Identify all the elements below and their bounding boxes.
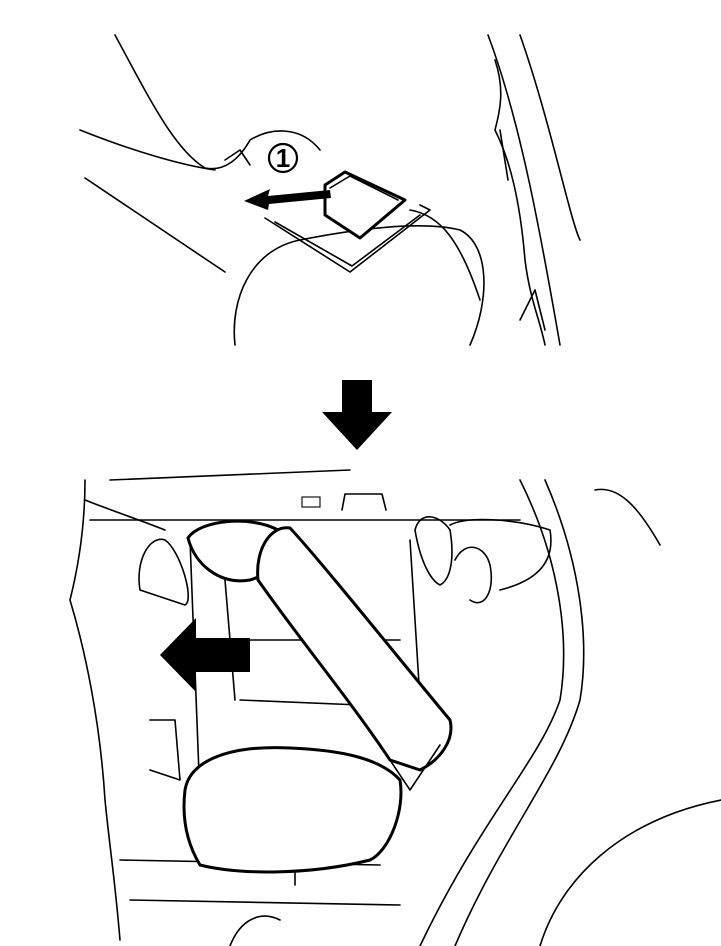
- seatback-folded: [256, 526, 453, 772]
- top-view-seat-release: [79, 34, 581, 346]
- release-handle: [323, 170, 407, 240]
- sequence-down-arrow-icon: [322, 380, 392, 450]
- step-number: 1: [276, 143, 290, 173]
- release-direction-arrow-icon: [244, 189, 331, 210]
- seat-cushion: [182, 746, 403, 874]
- fold-direction-arrow-icon: [160, 618, 250, 692]
- bottom-view-seat-folded: [69, 469, 721, 946]
- step-number-badge: 1: [267, 142, 299, 174]
